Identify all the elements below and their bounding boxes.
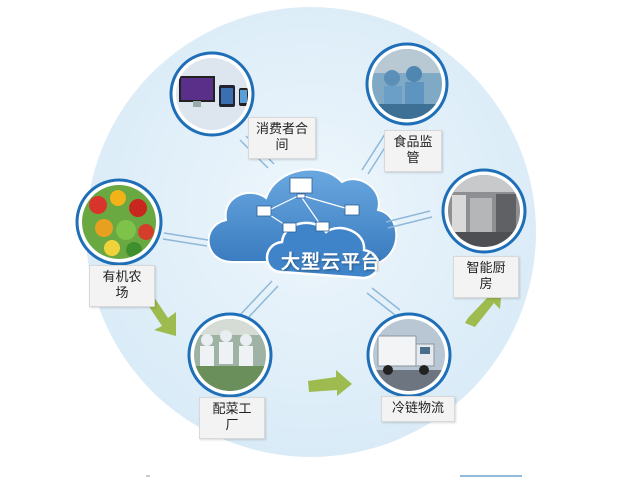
node-organic-farm <box>75 178 163 266</box>
node-processing-factory <box>187 312 273 398</box>
label-processing-factory: 配菜工 厂 <box>199 397 265 439</box>
node-cold-chain <box>366 312 452 398</box>
cloud-platform-icon <box>207 168 398 280</box>
label-food-supervision: 食品监 管 <box>384 130 442 172</box>
truck-icon <box>373 319 445 391</box>
platform-title: 大型云平台 <box>281 251 382 273</box>
devices-icon <box>176 58 248 130</box>
factory-line-icon <box>194 319 266 391</box>
label-smart-kitchen: 智能厨 房 <box>453 256 519 298</box>
node-smart-kitchen <box>441 168 527 254</box>
label-consumer: 消费者合 间 <box>248 117 316 159</box>
label-cold-chain: 冷链物流 <box>381 396 455 422</box>
node-consumer <box>169 51 255 137</box>
node-food-supervision <box>365 42 449 126</box>
label-organic-farm: 有机农 场 <box>89 265 155 307</box>
